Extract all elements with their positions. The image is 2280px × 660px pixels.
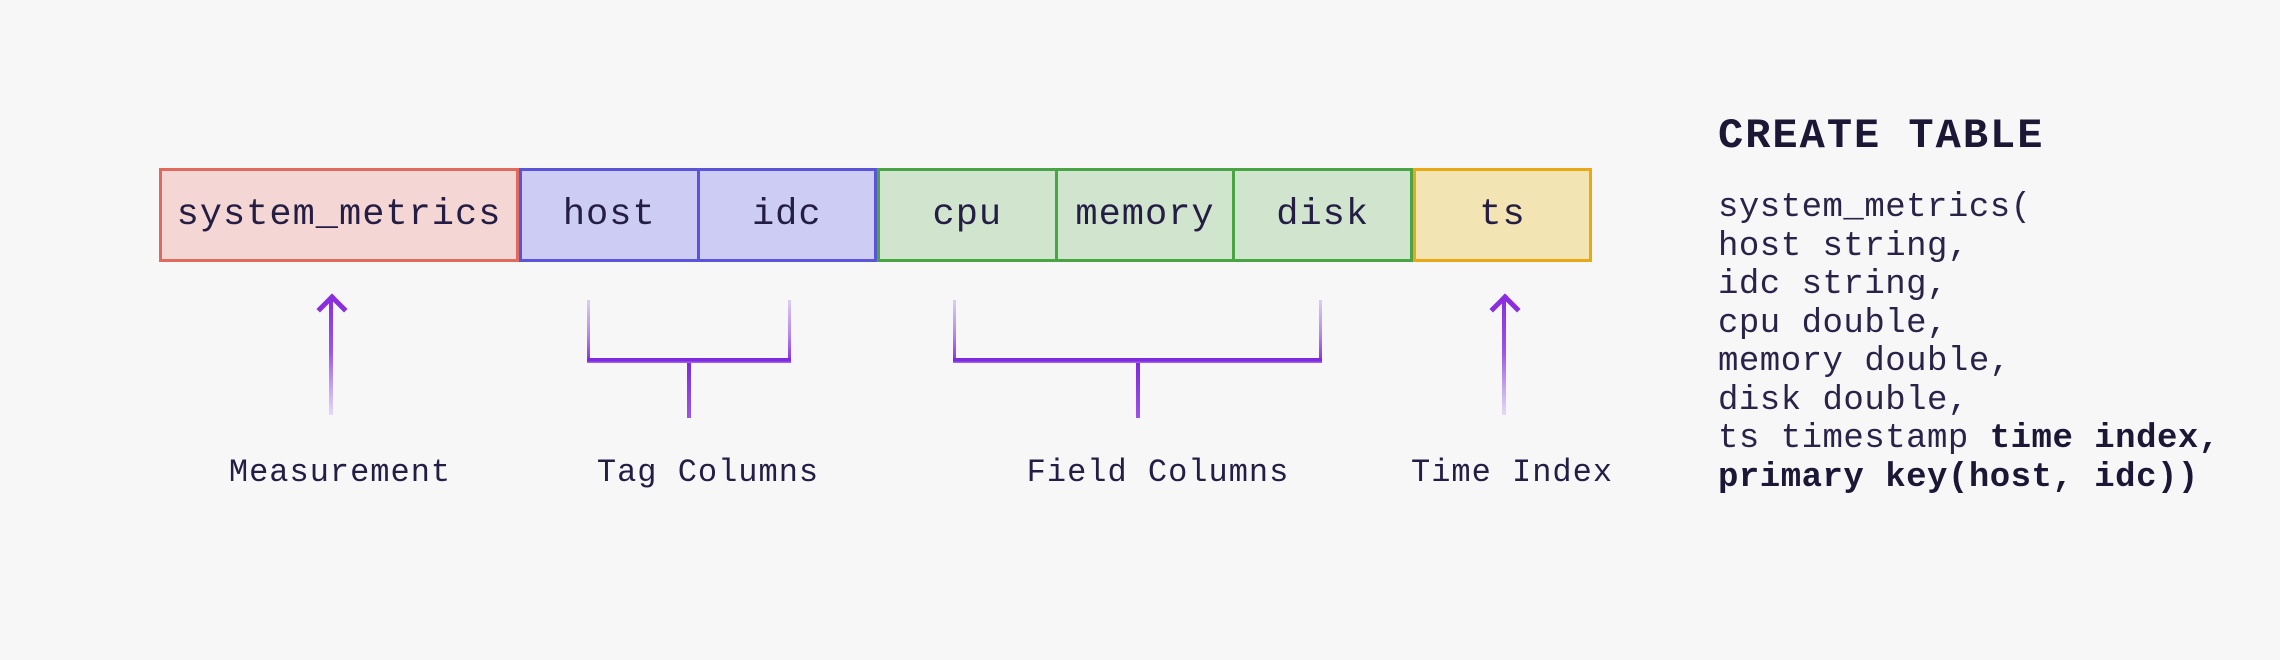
sql-line: ts timestamp time index, [1718, 420, 2220, 458]
bracket-right-line [1319, 300, 1322, 362]
field-cell-cpu: cpu [932, 194, 1003, 236]
field-columns-label: Field Columns [1026, 454, 1290, 491]
field-columns-group: cpu memory disk [877, 168, 1413, 262]
field-cell-disk: disk [1232, 171, 1410, 259]
bracket-left-line [953, 300, 956, 362]
sql-line: host string, [1718, 227, 1969, 266]
bracket-stem-line [687, 363, 691, 418]
tag-columns-label: Tag Columns [596, 454, 820, 491]
field-cell-memory: memory [1054, 171, 1233, 259]
bracket-left-line [587, 300, 590, 362]
sql-code-block: system_metrics( host string, idc string,… [1718, 189, 2220, 497]
time-index-label: Time Index [1410, 454, 1614, 491]
sql-line: memory double, [1718, 343, 2011, 381]
bracket-right-line [788, 300, 791, 362]
arrow-line [329, 300, 333, 415]
bracket-bottom-line [587, 358, 791, 363]
sql-line: idc string, [1718, 266, 1948, 304]
measurement-group: system_metrics [159, 168, 519, 262]
time-index-group: ts [1413, 168, 1592, 262]
arrow-head-icon [316, 293, 348, 325]
measurement-cell: system_metrics [176, 194, 502, 236]
sql-heading: CREATE TABLE [1718, 112, 2045, 160]
field-columns-bracket-icon [953, 300, 1322, 418]
tag-cell-idc: idc [696, 171, 875, 259]
measurement-label: Measurement [228, 454, 452, 491]
table-structure-row: system_metrics host idc cpu memory disk … [159, 168, 1592, 262]
arrow-line [1502, 300, 1506, 415]
time-cell-ts: ts [1479, 194, 1526, 236]
bracket-bottom-line [953, 358, 1322, 363]
measurement-up-arrow-icon [316, 293, 348, 417]
sql-line: cpu double, [1718, 304, 1948, 343]
sql-line: system_metrics( [1718, 189, 2032, 227]
bracket-stem-line [1135, 363, 1140, 418]
time-index-up-arrow-icon [1489, 293, 1521, 417]
tag-columns-bracket-icon [587, 300, 791, 418]
tag-cell-host: host [562, 194, 656, 236]
tag-columns-group: host idc [519, 168, 877, 262]
arrow-head-icon [1489, 293, 1521, 325]
sql-line: primary key(host, idc)) [1718, 458, 2199, 497]
sql-line: disk double, [1718, 381, 1969, 420]
